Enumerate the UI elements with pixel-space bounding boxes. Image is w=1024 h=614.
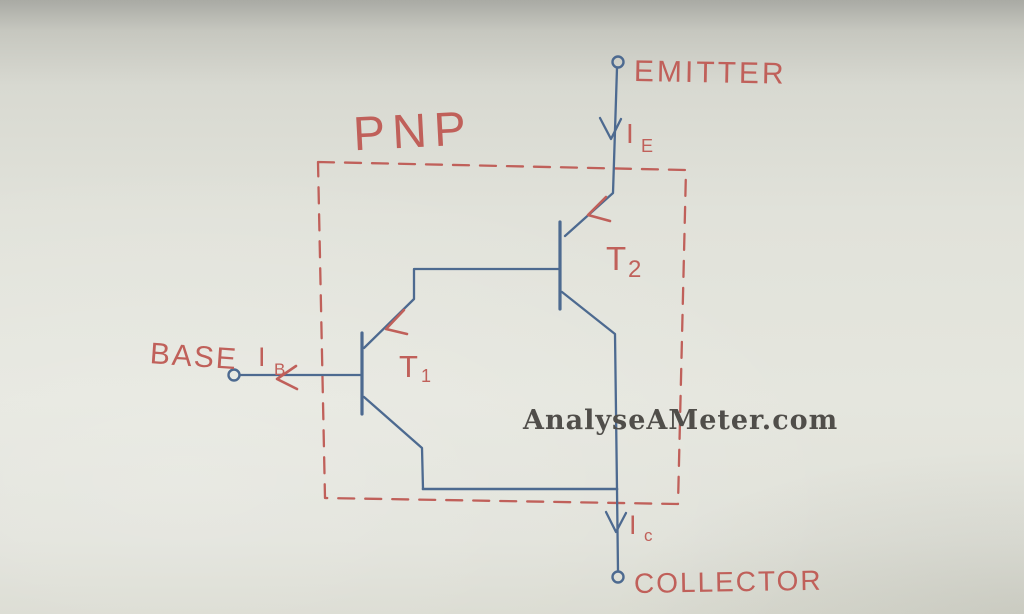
t1-subscript: 1 xyxy=(421,366,431,386)
red-annotations xyxy=(275,195,612,391)
collector-current-symbol: I xyxy=(629,510,637,540)
watermark-text: AnalyseAMeter.com xyxy=(522,405,838,436)
t1-symbol: T xyxy=(399,349,418,384)
pnp-type-label: PNP xyxy=(352,102,474,161)
collector-current-subscript: c xyxy=(644,526,653,545)
base-terminal-label: BASE xyxy=(149,337,239,376)
emitter-current-arrow xyxy=(598,116,623,141)
collector-terminal-label: COLLECTOR xyxy=(634,565,823,599)
emitter-current-subscript: E xyxy=(641,136,653,156)
emitter-terminal-label: EMITTER xyxy=(634,55,787,91)
t1-emitter-arrowhead xyxy=(384,308,409,336)
t1-collector-wire xyxy=(362,395,425,491)
emitter-terminal-circle xyxy=(611,55,625,69)
t2-subscript: 2 xyxy=(628,256,641,283)
base-current-label: I B xyxy=(258,342,285,379)
t2-collector-wire xyxy=(560,290,619,491)
emitter-current-label: I E xyxy=(626,118,653,156)
diagram-labels: PNP EMITTER BASE COLLECTOR I E I B I c T xyxy=(149,55,823,599)
collector-terminal-circle xyxy=(611,570,625,584)
base-current-symbol: I xyxy=(258,342,266,372)
base-current-arrowhead xyxy=(275,364,299,391)
emitter-wire xyxy=(563,66,619,238)
t2-emitter-arrowhead xyxy=(586,195,612,223)
t2-label: T 2 xyxy=(606,240,641,283)
t2-symbol: T xyxy=(606,240,626,277)
collector-current-arrow xyxy=(604,510,628,534)
collector-current-label: I c xyxy=(629,510,653,545)
t1-emitter-to-t2-base-wire xyxy=(362,267,561,350)
t1-label: T 1 xyxy=(399,349,431,386)
emitter-current-symbol: I xyxy=(626,118,634,149)
circuit-wires xyxy=(227,55,628,584)
dashed-boundary-box xyxy=(316,160,688,506)
base-current-subscript: B xyxy=(274,360,285,379)
